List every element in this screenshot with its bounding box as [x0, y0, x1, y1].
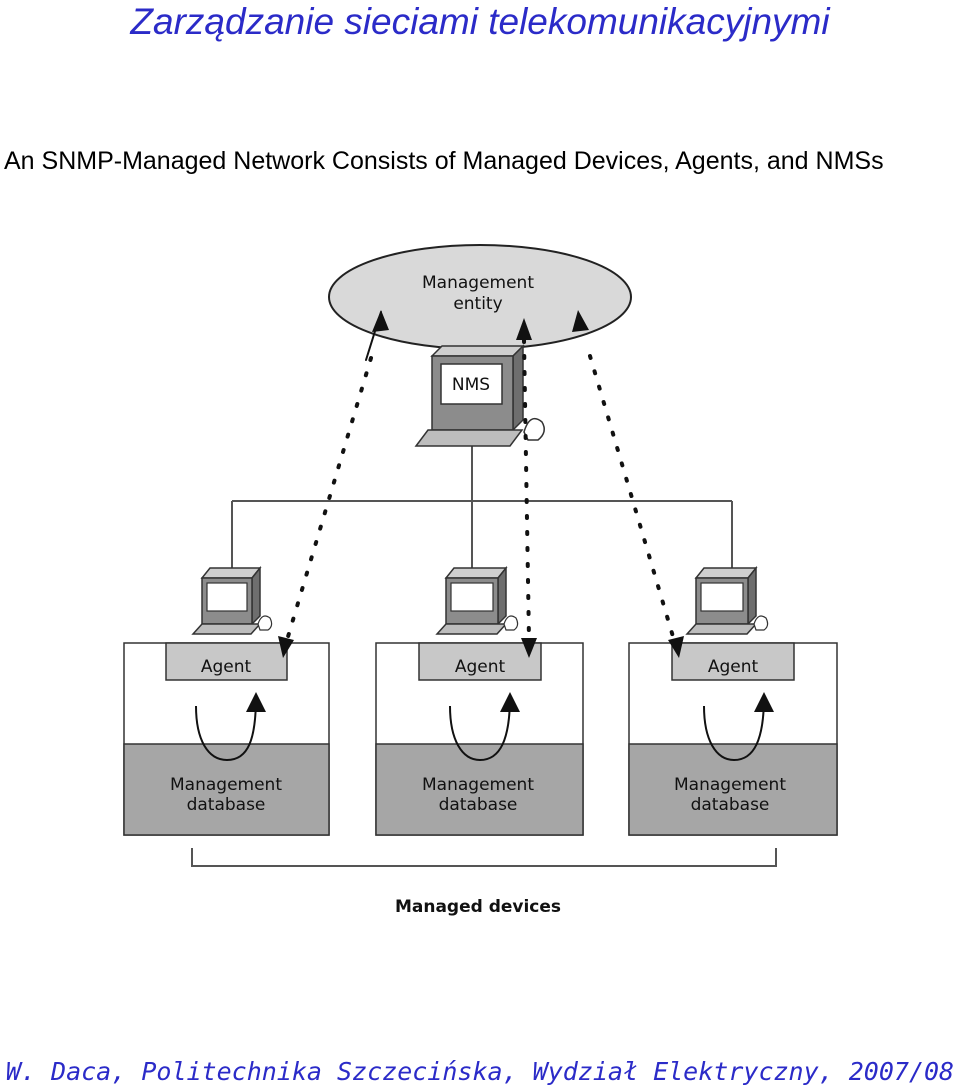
management-entity: Management entity: [328, 244, 632, 350]
slide-subtitle: An SNMP-Managed Network Consists of Mana…: [4, 147, 884, 175]
right-dotted-link: [588, 354, 676, 642]
managed-device-1: Agent Management database: [123, 565, 330, 836]
device-1-db-label-line2: database: [187, 795, 266, 815]
network-lines: [231, 446, 733, 568]
managed-devices-label: Managed devices: [395, 897, 561, 917]
device-2-computer-icon: [435, 565, 519, 635]
nms-workstation-icon: NMS: [414, 344, 545, 447]
managed-devices-bracket: [191, 848, 777, 867]
right-down-arrowhead: [668, 636, 684, 658]
device-3-computer-icon: [685, 565, 769, 635]
device-1-loop-arrow: [195, 692, 266, 762]
center-up-arrowhead: [516, 318, 532, 340]
left-down-arrowhead: [278, 636, 294, 658]
management-entity-label-line2: entity: [453, 294, 502, 314]
slide-title: Zarządzanie sieciami telekomunikacyjnymi: [130, 1, 830, 42]
device-2-loop-arrow: [449, 692, 520, 762]
device-3-db-label-line2: database: [691, 795, 770, 815]
device-2-db-label-line2: database: [439, 795, 518, 815]
device-3-db-label-line1: Management: [674, 775, 786, 795]
arrowheads: [278, 310, 684, 658]
slide-footer: W. Daca, Politechnika Szczecińska, Wydzi…: [5, 1057, 955, 1086]
right-up-arrowhead: [572, 310, 589, 332]
left-up-arrowhead: [372, 310, 389, 332]
device-3-agent-box: [671, 642, 795, 681]
device-1-db-label-line1: Management: [170, 775, 282, 795]
center-down-arrowhead: [521, 638, 537, 658]
management-entity-label-line1: Management: [422, 273, 534, 293]
nms-label: NMS: [452, 375, 490, 395]
device-3-agent-label: Agent: [708, 657, 759, 677]
left-dotted-link: [285, 356, 373, 642]
device-1-agent-label: Agent: [201, 657, 252, 677]
device-1-computer-icon: [191, 565, 273, 635]
device-3-loop-arrow: [703, 692, 774, 762]
managed-device-3: Agent Management database: [628, 565, 838, 836]
center-dotted-link: [522, 338, 531, 642]
device-2-db-label-line1: Management: [422, 775, 534, 795]
managed-device-2: Agent Management database: [375, 565, 584, 836]
device-1-agent-box: [165, 642, 288, 681]
device-2-agent-label: Agent: [455, 657, 506, 677]
device-2-agent-box: [418, 642, 542, 681]
